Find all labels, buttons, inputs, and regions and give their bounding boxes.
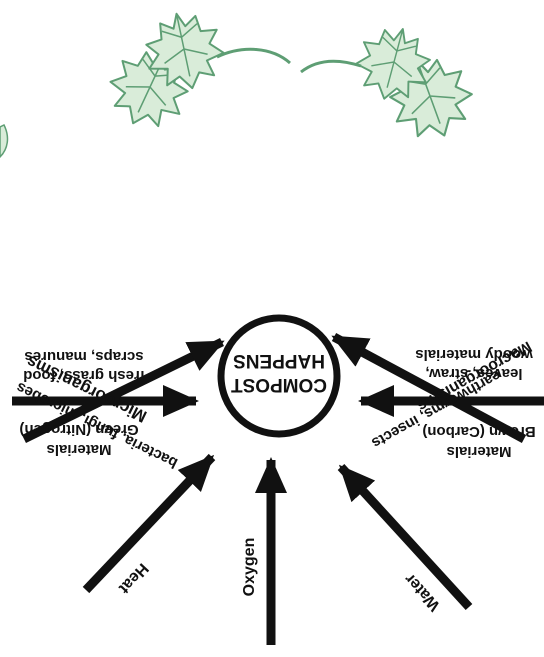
- green-materials-label-2: Materials: [46, 441, 111, 458]
- oxygen-label: Oxygen: [241, 538, 258, 597]
- green-materials-detail-2: scraps, manures: [24, 348, 143, 365]
- leaf-fragment-icon: [0, 123, 9, 159]
- center-line-2: HAPPENS: [233, 350, 325, 371]
- brown-materials-detail-2: woody materials: [415, 346, 534, 363]
- compost-happens-node: COMPOST HAPPENS: [217, 314, 341, 438]
- center-line-1: COMPOST: [231, 374, 327, 395]
- green-materials-detail-1: fresh grass, food: [23, 367, 145, 384]
- maple-leaf-icon: [97, 4, 291, 141]
- microorganisms-arrow: [22, 337, 225, 444]
- water-arrow: [337, 463, 473, 611]
- brown-materials-label-1: Brown (Carbon): [422, 423, 535, 440]
- macroorganisms-arrow: [331, 333, 527, 443]
- brown-materials-detail-1: leaves, straw,: [425, 365, 522, 382]
- heat-arrow: [82, 453, 216, 594]
- brown-materials-label-2: Materials: [446, 443, 511, 460]
- heat-label: Heat: [115, 560, 152, 597]
- green-materials-label-1: Green (Nitrogen): [19, 421, 138, 438]
- maple-leaf-icon: [300, 18, 483, 151]
